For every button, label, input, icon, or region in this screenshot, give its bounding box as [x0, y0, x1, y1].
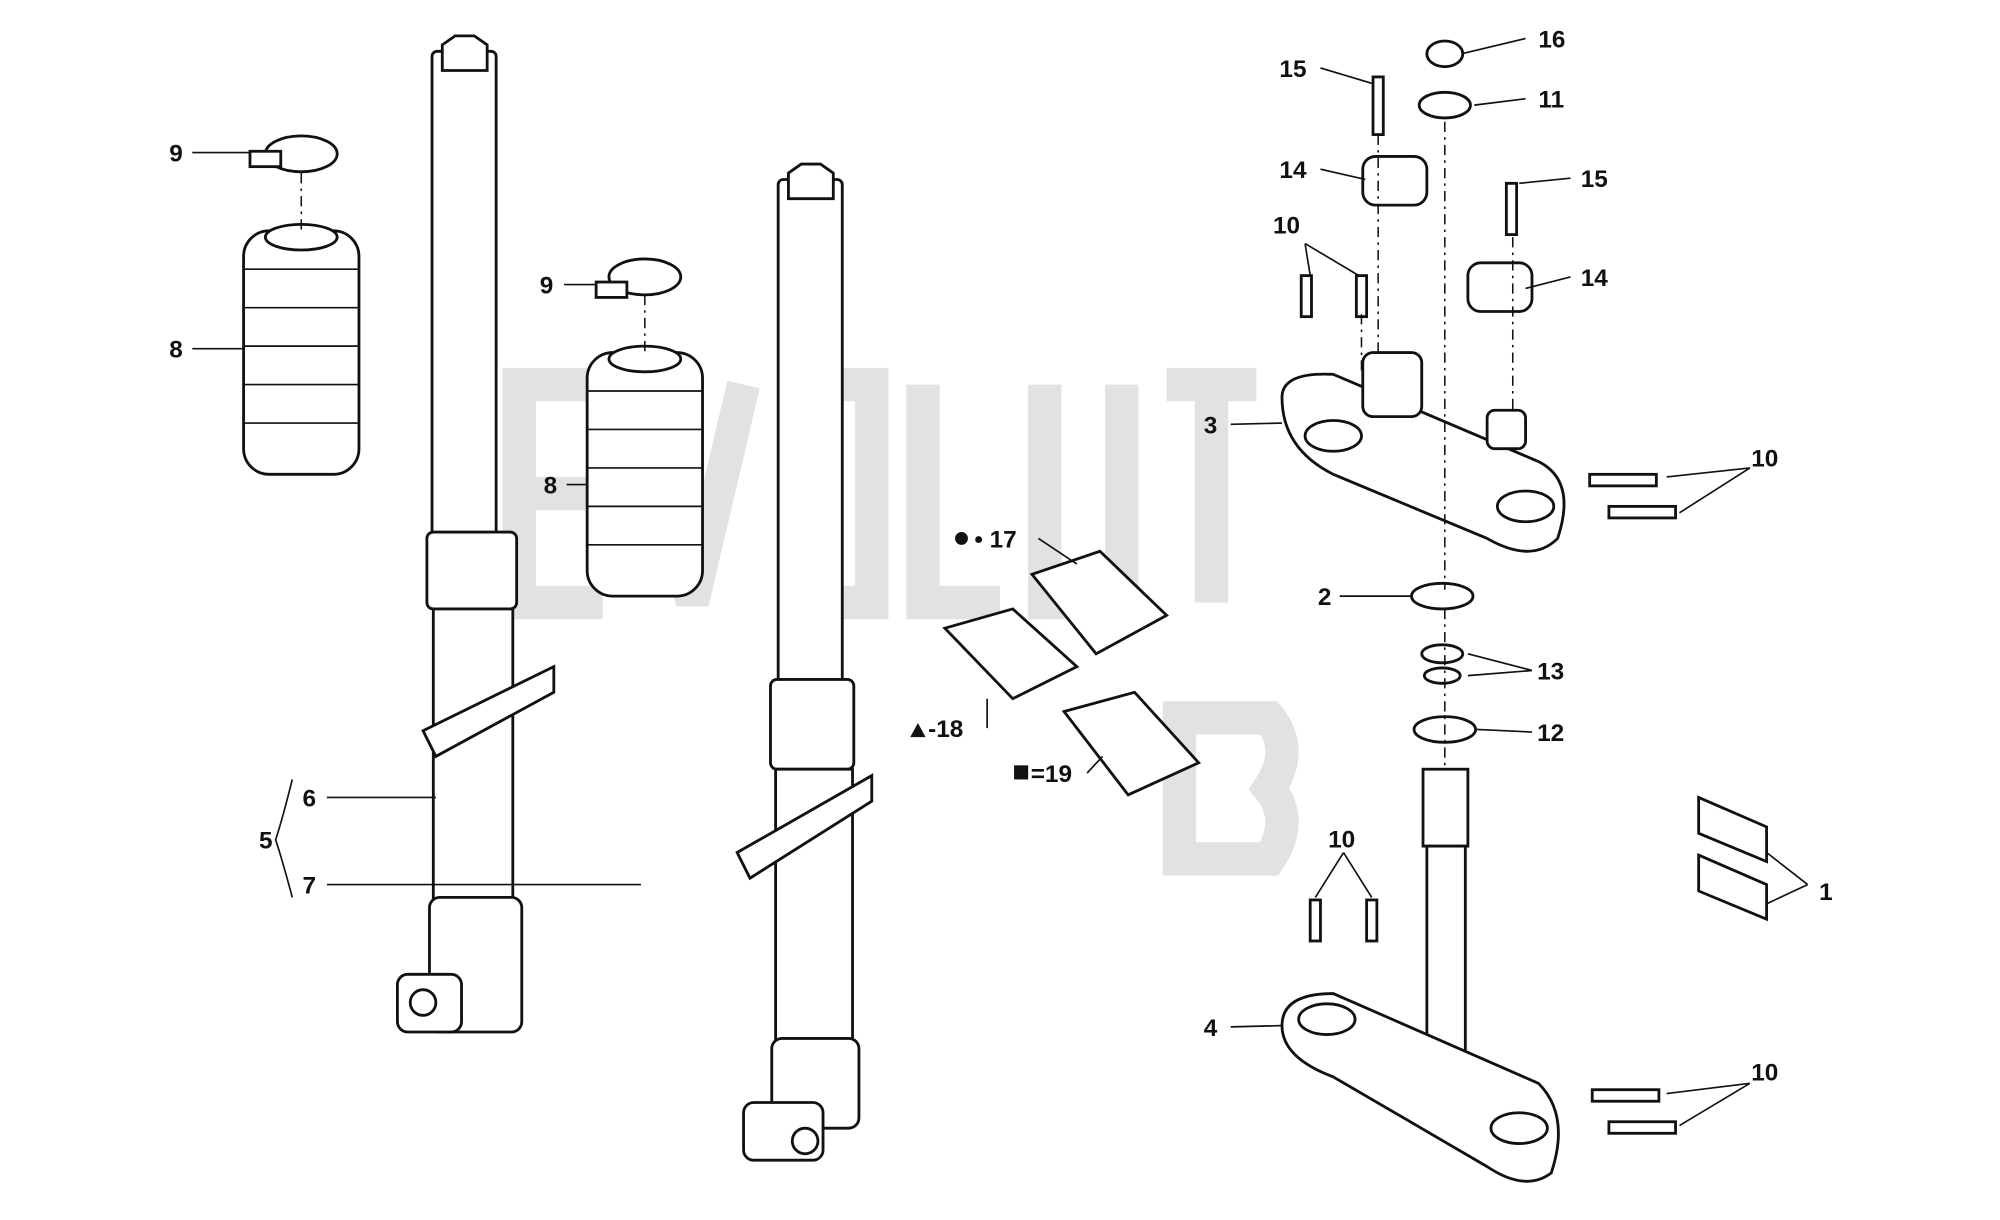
- top-yoke: [1280, 351, 1566, 553]
- callout-18: -18: [928, 716, 963, 743]
- dust-boot-right: [585, 344, 704, 598]
- triangle-marker-icon: [910, 723, 926, 738]
- callout-16: 16: [1538, 26, 1565, 53]
- bottom-yoke: [1280, 992, 1560, 1183]
- bolts: [1299, 75, 1677, 1135]
- callout-10: 10: [1273, 212, 1300, 239]
- callout-3: 3: [1204, 412, 1218, 439]
- callout-9: 9: [540, 273, 554, 300]
- hose-clamp-right: [594, 257, 683, 299]
- callout-10: 10: [1751, 1060, 1778, 1087]
- callout-1: 1: [1819, 879, 1833, 906]
- callout-8: 8: [169, 337, 183, 364]
- callout-10: 10: [1328, 826, 1355, 853]
- callout-19: =19: [1031, 761, 1072, 788]
- callout-8: 8: [544, 473, 558, 500]
- hose-clamp-left: [248, 134, 339, 174]
- circle-marker-icon: [955, 532, 968, 545]
- callout-labels: 9 8 9 8 5 6 7 • 17 -18 =19 15 16 11 14 1…: [169, 26, 1832, 1086]
- callout-5: 5: [259, 828, 273, 855]
- callout-15: 15: [1581, 166, 1608, 193]
- fork-leg-right: [735, 162, 874, 1162]
- callout-9: 9: [169, 141, 183, 168]
- callout-4: 4: [1204, 1015, 1218, 1042]
- callout-6: 6: [303, 785, 317, 812]
- callout-14: 14: [1581, 265, 1609, 292]
- washers: [1410, 581, 1477, 744]
- fork-leg-left: [396, 34, 556, 1034]
- callout-11: 11: [1538, 87, 1564, 114]
- nut-cap: [1417, 39, 1472, 120]
- callout-15: 15: [1279, 56, 1306, 83]
- pads: [942, 549, 1202, 797]
- handlebar-clamps: [1361, 154, 1534, 313]
- callout-2: 2: [1318, 584, 1332, 611]
- callout-14: 14: [1279, 157, 1307, 184]
- decal-stickers: [1697, 795, 1769, 922]
- square-marker-icon: [1014, 765, 1029, 780]
- callout-10: 10: [1751, 446, 1778, 473]
- callout-13: 13: [1537, 658, 1564, 685]
- callout-17: • 17: [974, 526, 1016, 553]
- callout-12: 12: [1537, 720, 1564, 747]
- dust-boot-left: [242, 222, 361, 476]
- callout-7: 7: [303, 873, 317, 900]
- steering-stem: [1421, 767, 1470, 1066]
